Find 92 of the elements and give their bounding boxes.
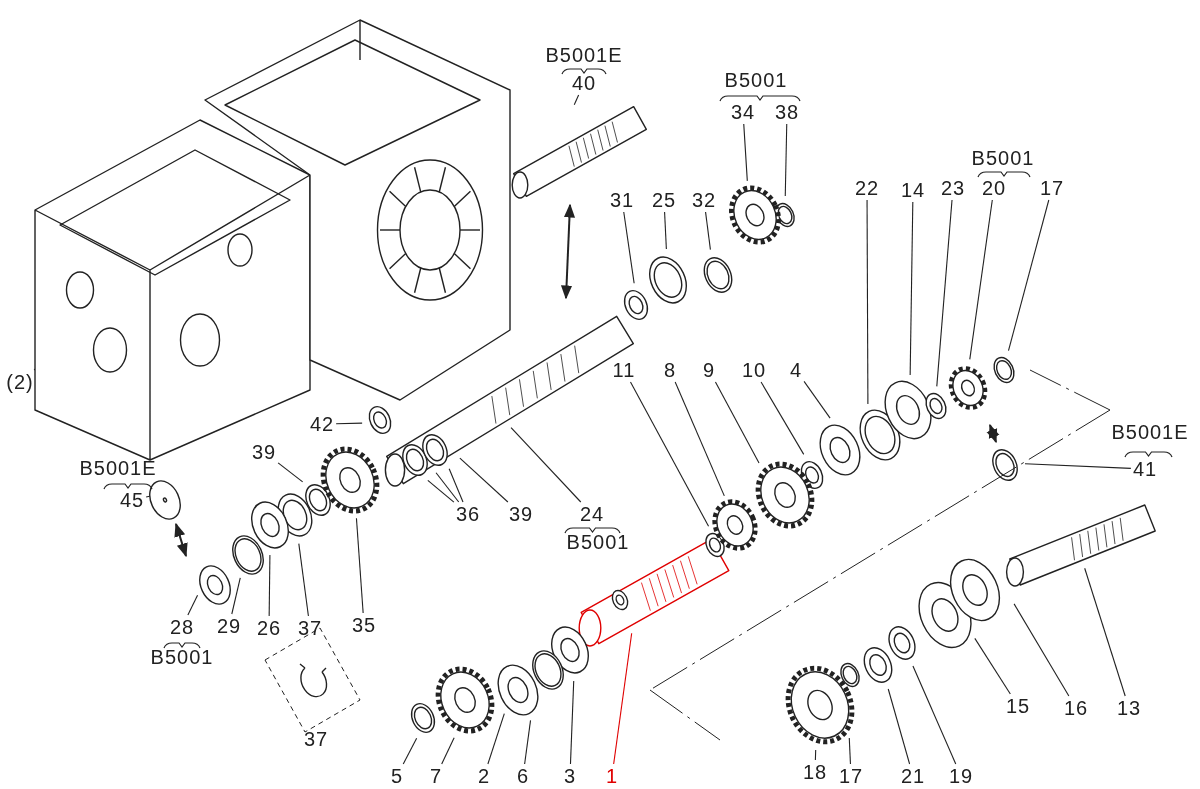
callout-number: 25: [651, 189, 677, 211]
callout-number: (2): [6, 371, 34, 393]
callout-number: 45: [119, 489, 145, 511]
callout-number: 37: [297, 617, 323, 639]
leader-line: [187, 594, 199, 616]
leader-line: [573, 94, 580, 106]
callout-number: 22: [854, 177, 880, 199]
leader-line: [814, 749, 817, 761]
leader-line: [268, 554, 271, 617]
leader-line: [760, 381, 805, 455]
callout-number: 4: [789, 359, 803, 381]
callout-number: 19: [948, 765, 974, 787]
callout-number: 37: [303, 728, 329, 750]
callout-number: 39: [251, 441, 277, 463]
leader-line: [355, 517, 364, 614]
leader-line: [1013, 603, 1070, 697]
leader-line: [909, 201, 914, 376]
callout-number: 28: [169, 616, 195, 638]
leader-line: [848, 737, 851, 765]
leader-line: [1084, 567, 1126, 697]
leader-line: [784, 123, 788, 197]
leader-line: [714, 381, 760, 464]
leader-line: [936, 199, 953, 387]
callout-number: 15: [1005, 695, 1031, 717]
leader-line: [866, 199, 869, 405]
leader-line: [974, 637, 1011, 695]
callout-number: 1: [605, 765, 619, 787]
callout-number: 7: [429, 765, 443, 787]
leader-line: [487, 713, 505, 765]
leader-line: [705, 211, 711, 251]
leader-line: [912, 665, 957, 765]
callout-number: 42: [309, 413, 335, 435]
leader-line: [510, 427, 582, 503]
callout-number: 24: [579, 503, 605, 525]
part-code: B5001E: [1111, 421, 1189, 443]
leader-line: [277, 462, 304, 483]
leader-line: [1007, 199, 1050, 352]
leader-line: [613, 632, 633, 765]
callout-number: 8: [663, 359, 677, 381]
leader-line: [231, 577, 241, 615]
leader-line: [441, 737, 455, 765]
leader-line: [459, 457, 509, 503]
callout-number: 11: [612, 359, 636, 381]
leader-line: [427, 479, 455, 503]
callout-number: 3: [563, 765, 577, 787]
callout-number: 9: [702, 359, 716, 381]
callout-number: 21: [900, 765, 926, 787]
part-code: B5001: [971, 147, 1035, 169]
callout-number: 18: [802, 761, 828, 783]
callout-number: 39: [508, 503, 534, 525]
leader-line: [664, 211, 667, 250]
leader-line: [629, 381, 710, 527]
callout-number: 13: [1116, 697, 1142, 719]
leader-line: [335, 422, 363, 425]
callout-number: 2: [477, 765, 491, 787]
leader-line: [298, 543, 309, 617]
part-code: B5001: [566, 531, 630, 553]
part-code: B5001: [150, 646, 214, 668]
part-code: B5001E: [545, 44, 623, 66]
part-code: B5001: [724, 69, 788, 91]
callout-number: 41: [1132, 458, 1158, 480]
callout-number: 6: [516, 765, 530, 787]
callout-number: 35: [351, 614, 377, 636]
callout-number: 36: [455, 503, 481, 525]
leader-line: [1024, 463, 1132, 469]
callout-number: 10: [741, 359, 767, 381]
callout-number: 17: [1039, 177, 1065, 199]
leader-line: [887, 688, 911, 765]
callout-number: 32: [691, 189, 717, 211]
leader-line: [569, 680, 575, 765]
callout-number: 17: [838, 765, 864, 787]
callout-number: 29: [216, 615, 242, 637]
leader-line: [803, 380, 831, 419]
callout-number: 14: [900, 179, 926, 201]
part-code: B5001E: [79, 457, 157, 479]
leader-line: [524, 719, 532, 765]
callout-number: 40: [571, 72, 597, 94]
callout-number: 34: [730, 101, 756, 123]
leader-line: [743, 123, 748, 182]
leader-line: [435, 472, 460, 503]
callout-number: 31: [609, 189, 635, 211]
callout-number: 5: [390, 765, 404, 787]
callout-number: 16: [1063, 697, 1089, 719]
leader-line: [402, 737, 418, 765]
callout-number: 20: [981, 177, 1007, 199]
leader-line: [674, 381, 725, 497]
callout-number: 38: [774, 101, 800, 123]
callout-number: 23: [940, 177, 966, 199]
callout-number: 26: [256, 617, 282, 639]
leader-line: [623, 211, 635, 284]
leader-line: [969, 199, 993, 360]
leader-line: [448, 468, 464, 503]
